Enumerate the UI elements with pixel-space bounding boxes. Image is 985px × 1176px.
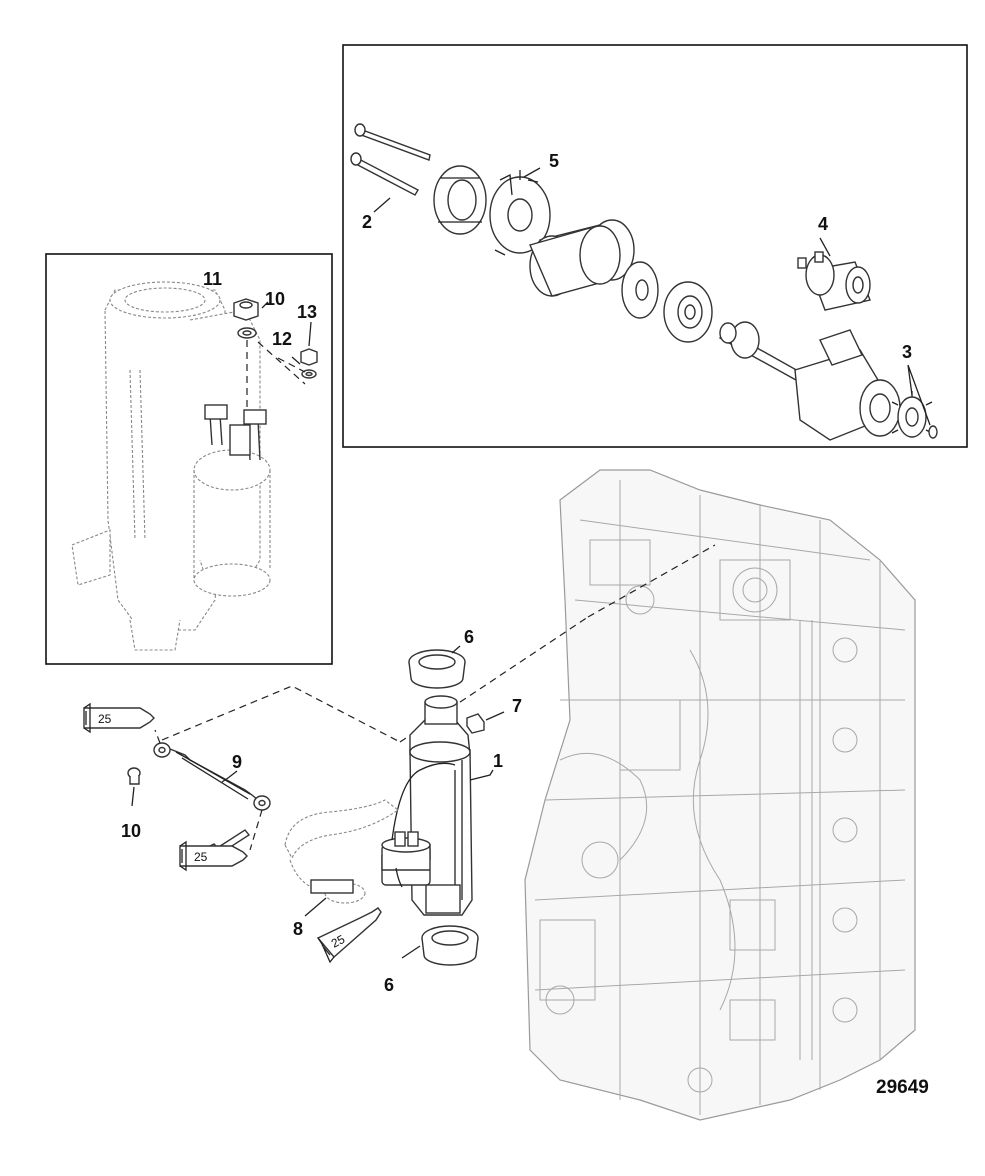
callout-4: 4 xyxy=(818,214,828,234)
callout-10: 10 xyxy=(121,821,141,841)
callout-9: 9 xyxy=(232,752,242,772)
end-cap xyxy=(433,165,487,235)
tube-label-3: 25 xyxy=(329,932,348,951)
sealant-tube-3: 25 xyxy=(316,907,382,964)
callout-13: 12 xyxy=(272,329,292,349)
callout-2: 2 xyxy=(362,212,372,232)
wire-clip xyxy=(466,713,485,734)
pinion-gear xyxy=(891,391,938,439)
callout-6-upper: 6 xyxy=(464,627,474,647)
callout-14: 13 xyxy=(297,302,317,322)
through-bolts xyxy=(350,123,431,196)
callout-6-lower: 6 xyxy=(384,975,394,995)
sealant-tube-1: 25 xyxy=(83,702,155,734)
drive-housing xyxy=(794,329,901,441)
terminal-washer-small xyxy=(301,369,317,379)
starter-grommet-upper xyxy=(408,649,466,689)
terminal-nut-small xyxy=(300,348,318,366)
callout-12: 11 xyxy=(203,269,222,289)
callout-8: 8 xyxy=(293,919,303,939)
planetary-gear xyxy=(663,281,713,343)
callout-5: 5 xyxy=(549,151,559,171)
terminal-nut-large xyxy=(233,298,259,321)
callout-7: 7 xyxy=(512,696,522,716)
sealant-tube-2: 25 xyxy=(179,840,248,872)
tube-label-2: 25 xyxy=(194,850,208,864)
starter-grommet-lower xyxy=(421,925,479,966)
figure-number: 29649 xyxy=(876,1077,929,1098)
exploded-starter-inset xyxy=(342,44,968,448)
callout-1: 1 xyxy=(493,751,503,771)
starter-terminal-inset xyxy=(45,253,333,665)
solenoid xyxy=(797,251,871,311)
terminal-washer-large xyxy=(237,327,257,339)
decal-label xyxy=(310,879,354,894)
spacer-washer xyxy=(621,261,659,319)
brush-plate xyxy=(489,170,551,256)
tube-label-1: 25 xyxy=(98,712,112,726)
callout-11: 10 xyxy=(265,289,285,309)
cable-screw xyxy=(127,767,141,785)
battery-cable xyxy=(153,729,271,851)
starter-motor xyxy=(381,695,473,916)
starter-ghost-view xyxy=(71,281,271,651)
engine-block xyxy=(524,469,916,1121)
callout-3: 3 xyxy=(902,342,912,362)
motor-housing xyxy=(529,219,635,297)
drive-shaft xyxy=(719,321,801,381)
